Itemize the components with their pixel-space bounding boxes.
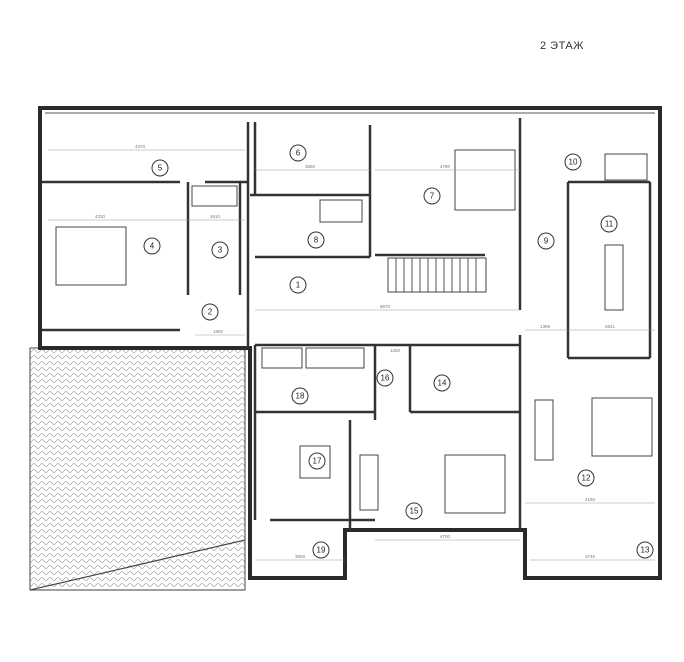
floor-title: 2 ЭТАЖ xyxy=(540,40,584,52)
room-marker-8: 8 xyxy=(307,231,325,249)
bed xyxy=(55,226,127,286)
dimension-label: 3800 xyxy=(295,554,306,559)
bed xyxy=(454,149,516,211)
dimension-label: 1399 xyxy=(540,324,551,329)
room-marker-13: 13 xyxy=(636,541,654,559)
room-marker-12: 12 xyxy=(577,469,595,487)
room-number: 3 xyxy=(218,246,223,255)
room-circle xyxy=(423,187,441,205)
room-number: 9 xyxy=(544,237,549,246)
dimension-label: 2641 xyxy=(605,324,616,329)
shower xyxy=(604,153,648,181)
room-number: 11 xyxy=(605,220,614,229)
room-number: 5 xyxy=(158,164,163,173)
room-number: 19 xyxy=(317,546,326,555)
shower xyxy=(261,347,303,369)
bed xyxy=(444,454,506,514)
room-circle xyxy=(143,237,161,255)
furniture xyxy=(55,149,653,514)
shower xyxy=(191,185,238,207)
dimension-label: 4160 xyxy=(585,497,596,502)
room-marker-10: 10 xyxy=(564,153,582,171)
room-circle xyxy=(307,231,325,249)
dimension-label: 4310 xyxy=(95,214,106,219)
terrace xyxy=(29,347,246,591)
room-number: 16 xyxy=(381,374,390,383)
room-number: 18 xyxy=(296,392,305,401)
room-circle xyxy=(577,469,595,487)
interior-walls xyxy=(42,118,652,530)
staircase xyxy=(387,257,487,293)
room-number: 13 xyxy=(641,546,650,555)
room-marker-19: 19 xyxy=(312,541,330,559)
room-marker-2: 2 xyxy=(201,303,219,321)
bathtub xyxy=(305,347,365,369)
room-number: 2 xyxy=(208,308,213,317)
dimension-label: 4370 xyxy=(135,144,146,149)
room-circle xyxy=(201,303,219,321)
dimension-label: 8670 xyxy=(380,304,391,309)
shower xyxy=(319,199,363,223)
room-number: 17 xyxy=(313,457,322,466)
room-number: 8 xyxy=(314,236,319,245)
wardrobe xyxy=(359,454,379,511)
room-marker-4: 4 xyxy=(143,237,161,255)
dimension-label: 3560 xyxy=(305,164,316,169)
room-marker-5: 5 xyxy=(151,159,169,177)
bed xyxy=(591,397,653,457)
room-circle xyxy=(289,276,307,294)
room-marker-1: 1 xyxy=(289,276,307,294)
room-number: 6 xyxy=(296,149,301,158)
dimension-labels: 4370 4310 1610 1800 3560 4780 8670 1250 … xyxy=(95,144,616,559)
exterior-walls xyxy=(38,106,662,580)
room-number: 10 xyxy=(569,158,578,167)
room-circle xyxy=(636,541,654,559)
room-marker-17: 17 xyxy=(308,452,326,470)
room-number: 12 xyxy=(582,474,591,483)
room-circle xyxy=(405,502,423,520)
dimension-label: 4780 xyxy=(440,164,451,169)
dimension-label: 1800 xyxy=(213,329,224,334)
room-circle xyxy=(376,369,394,387)
room-marker-7: 7 xyxy=(423,187,441,205)
room-circle xyxy=(564,153,582,171)
dimension-label: 1610 xyxy=(210,214,221,219)
room-marker-15: 15 xyxy=(405,502,423,520)
room-circle xyxy=(537,232,555,250)
room-circle xyxy=(291,387,309,405)
room-number: 4 xyxy=(150,242,155,251)
room-marker-9: 9 xyxy=(537,232,555,250)
room-marker-18: 18 xyxy=(291,387,309,405)
room-circle xyxy=(308,452,326,470)
room-circle xyxy=(151,159,169,177)
room-circle xyxy=(600,215,618,233)
room-number: 7 xyxy=(430,192,435,201)
island xyxy=(604,244,624,311)
dimension-label: 1250 xyxy=(390,348,401,353)
room-marker-11: 11 xyxy=(600,215,618,233)
room-circle xyxy=(433,374,451,392)
dimension-label: 4700 xyxy=(440,534,451,539)
dimension-lines xyxy=(48,149,655,561)
room-marker-3: 3 xyxy=(211,241,229,259)
room-marker-6: 6 xyxy=(289,144,307,162)
room-number: 15 xyxy=(410,507,419,516)
room-marker-14: 14 xyxy=(433,374,451,392)
room-marker-16: 16 xyxy=(376,369,394,387)
dimension-label: 3745 xyxy=(585,554,596,559)
room-number: 1 xyxy=(296,281,301,290)
room-number: 14 xyxy=(438,379,447,388)
wardrobe xyxy=(534,399,554,461)
room-circle xyxy=(289,144,307,162)
room-circle xyxy=(312,541,330,559)
room-circle xyxy=(211,241,229,259)
